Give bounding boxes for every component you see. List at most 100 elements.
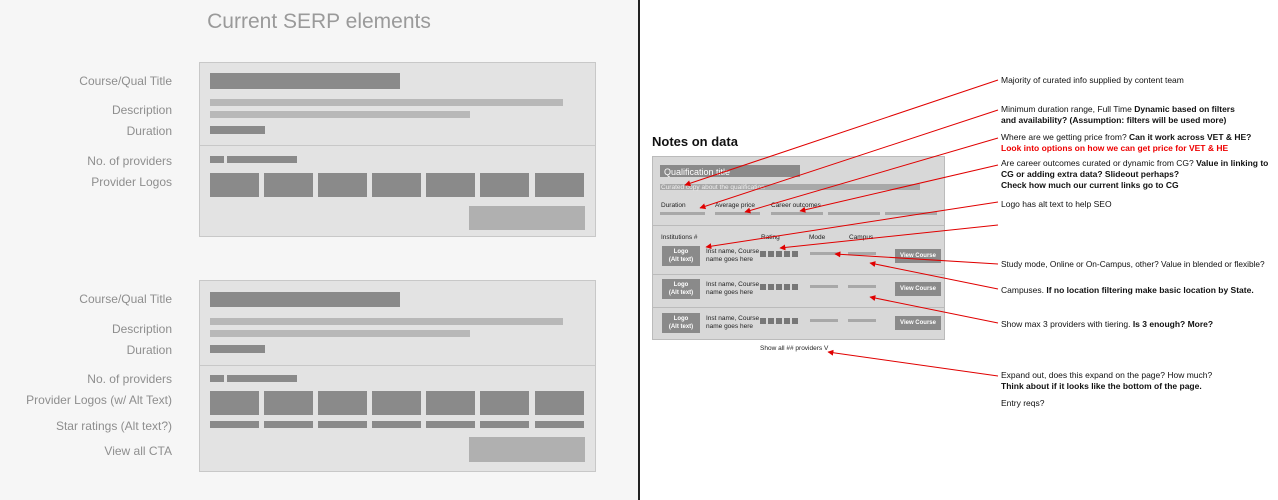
left-panel: Current SERP elements Course/Qual Title … xyxy=(0,0,638,500)
notes-title: Notes on data xyxy=(652,134,738,149)
average-price-label: Average price xyxy=(715,202,755,209)
provider-logo xyxy=(210,391,259,415)
label-course-title: Course/Qual Title xyxy=(79,74,172,88)
curated-copy: Curated copy about the qualification xyxy=(661,184,765,191)
rating-star xyxy=(776,284,782,290)
qualification-title: Qualification title xyxy=(660,165,800,177)
description-line xyxy=(210,330,470,337)
label-view-all-cta: View all CTA xyxy=(104,444,172,458)
career-outcomes-label: Career outcomes xyxy=(771,202,821,209)
title-placeholder xyxy=(210,73,400,89)
note-price: Where are we getting price from? Can it … xyxy=(1001,132,1252,153)
label-provider-logos: Provider Logos (w/ Alt Text) xyxy=(26,393,172,407)
panel-title: Current SERP elements xyxy=(207,10,431,33)
duration-placeholder xyxy=(210,126,265,134)
provider-logo xyxy=(372,173,421,197)
institution-logo: Logo(Alt text) xyxy=(662,246,700,266)
data-bar xyxy=(771,212,823,215)
label-description: Description xyxy=(111,103,172,117)
data-bar xyxy=(885,212,937,215)
note-study-mode: Study mode, Online or On-Campus, other? … xyxy=(1001,259,1265,269)
note-logo-alt: Logo has alt text to help SEO xyxy=(1001,199,1112,209)
rating-star xyxy=(784,251,790,257)
data-bar xyxy=(828,212,880,215)
label-provider-logos: Provider Logos xyxy=(91,175,172,189)
rating-header: Rating xyxy=(761,234,780,241)
mode-bar xyxy=(810,319,838,322)
description-line xyxy=(210,99,563,106)
star-rating xyxy=(264,421,313,428)
rating-star xyxy=(768,318,774,324)
rating-star xyxy=(776,251,782,257)
provider-logo xyxy=(318,173,367,197)
label-num-providers: No. of providers xyxy=(87,372,172,386)
institution-logo: Logo(Alt text) xyxy=(662,313,700,333)
rating-star xyxy=(768,284,774,290)
view-course-button[interactable]: View Course xyxy=(895,249,941,263)
divider xyxy=(200,145,595,146)
provider-logo xyxy=(372,391,421,415)
campus-bar xyxy=(848,319,876,322)
rating-star xyxy=(792,251,798,257)
mode-bar xyxy=(810,252,838,255)
description-line xyxy=(210,318,563,325)
title-placeholder xyxy=(210,292,400,307)
label-description: Description xyxy=(111,322,172,336)
provider-logo xyxy=(264,391,313,415)
provider-logo xyxy=(426,391,475,415)
divider xyxy=(653,274,944,275)
star-rating xyxy=(535,421,584,428)
provider-logo xyxy=(535,391,584,415)
rating-star xyxy=(776,318,782,324)
provider-logo xyxy=(535,173,584,197)
rating-star xyxy=(784,284,790,290)
label-num-providers: No. of providers xyxy=(87,154,172,168)
view-all-cta-button[interactable] xyxy=(469,437,585,462)
rating-star xyxy=(760,284,766,290)
star-rating xyxy=(318,421,367,428)
rating-star xyxy=(784,318,790,324)
star-rating xyxy=(426,421,475,428)
divider xyxy=(653,225,944,226)
rating-star xyxy=(792,318,798,324)
view-course-button[interactable]: View Course xyxy=(895,316,941,330)
duration-placeholder xyxy=(210,345,265,353)
provider-count-placeholder xyxy=(210,375,224,382)
provider-count-placeholder xyxy=(227,375,297,382)
institution-logo: Logo(Alt text) xyxy=(662,279,700,299)
note-curated-info: Majority of curated info supplied by con… xyxy=(1001,75,1184,85)
rating-star xyxy=(792,284,798,290)
provider-logo xyxy=(264,173,313,197)
provider-logo xyxy=(210,173,259,197)
label-duration: Duration xyxy=(126,343,172,357)
divider xyxy=(653,307,944,308)
campus-bar xyxy=(848,252,876,255)
view-course-button[interactable]: View Course xyxy=(895,282,941,296)
institutions-header: Institutions # xyxy=(661,234,698,241)
data-bar xyxy=(660,212,705,215)
divider xyxy=(200,365,595,366)
provider-logo xyxy=(480,173,529,197)
note-expand: Expand out, does this expand on the page… xyxy=(1001,370,1213,391)
right-panel: Notes on data Qualification title Curate… xyxy=(640,0,1278,500)
mode-bar xyxy=(810,285,838,288)
provider-logo xyxy=(426,173,475,197)
campus-bar xyxy=(848,285,876,288)
panel-divider xyxy=(638,0,640,500)
rating-star xyxy=(760,318,766,324)
view-all-button[interactable] xyxy=(469,206,585,230)
star-rating xyxy=(372,421,421,428)
star-rating xyxy=(480,421,529,428)
duration-label: Duration xyxy=(661,202,686,209)
note-max-providers: Show max 3 providers with tiering. Is 3 … xyxy=(1001,319,1214,329)
label-duration: Duration xyxy=(126,124,172,138)
mode-header: Mode xyxy=(809,234,826,241)
note-entry-reqs: Entry reqs? xyxy=(1001,398,1045,408)
label-star-ratings: Star ratings (Alt text?) xyxy=(55,419,172,433)
show-all-providers-link[interactable]: Show all ## providers V xyxy=(760,345,829,352)
serp-card-1 xyxy=(199,62,596,237)
rating-star xyxy=(760,251,766,257)
campus-header: Campus xyxy=(849,234,874,241)
